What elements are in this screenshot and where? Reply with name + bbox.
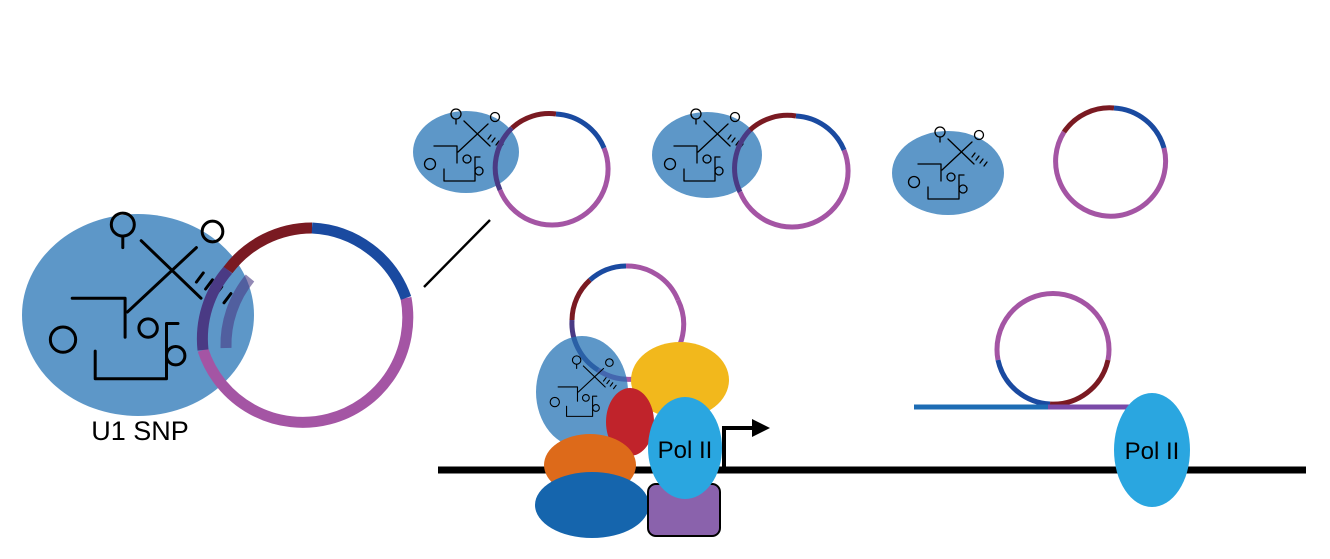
large-u1-snp-complex: U1 SNP xyxy=(22,211,414,446)
transcription-initiation-complex: Pol II xyxy=(535,263,770,538)
arrow-head-icon xyxy=(752,419,770,437)
pol-ii-label: Pol II xyxy=(1125,438,1180,465)
rna-ring-small xyxy=(1053,105,1169,219)
rna-ring-nascent xyxy=(994,290,1112,407)
pol-ii-label: Pol II xyxy=(658,437,713,464)
u1-snp-particle-large xyxy=(22,214,254,416)
zoom-connector-line xyxy=(423,219,491,288)
factor-red xyxy=(606,388,654,456)
transcription-start-arrow xyxy=(722,426,756,470)
rna-ring-large xyxy=(196,222,414,428)
factor-yellow xyxy=(631,342,729,418)
factor-dark-blue xyxy=(535,472,649,538)
rna-ring-small xyxy=(492,111,611,228)
small-complex-3 xyxy=(892,105,1169,219)
u1-snp-label: U1 SNP xyxy=(91,416,189,446)
small-complex-2 xyxy=(652,108,851,230)
pol-ii-promoter xyxy=(648,397,722,499)
u1-snp-particle-bound xyxy=(536,336,628,448)
elongation-complex: Pol II xyxy=(914,290,1190,507)
rna-ring-small xyxy=(732,112,851,230)
u1-snp-particle-small xyxy=(413,111,519,193)
pol-ii-elongating xyxy=(1114,393,1190,507)
small-complex-1 xyxy=(413,108,611,228)
u1-snp-particle-small xyxy=(892,131,1004,215)
